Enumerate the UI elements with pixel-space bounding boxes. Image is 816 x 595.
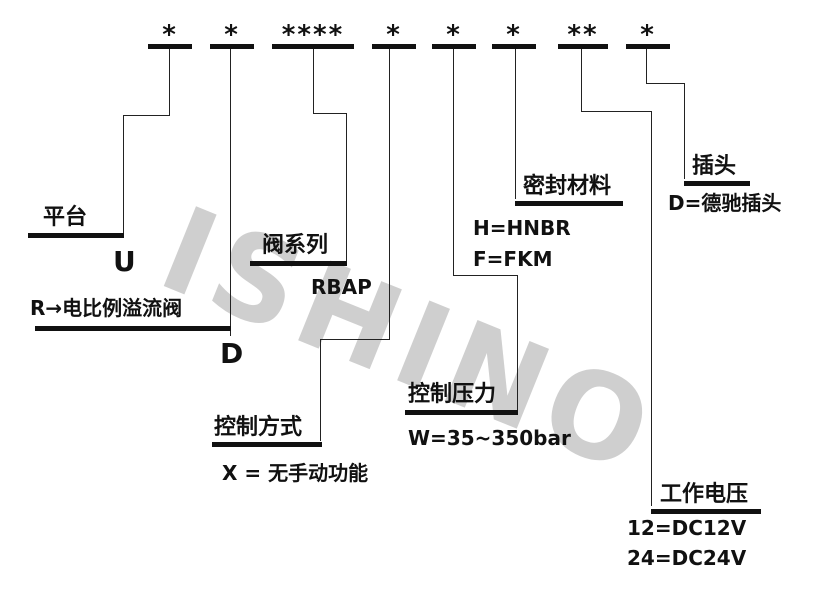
code-mark-8: *	[640, 20, 656, 50]
control-mode-title: 控制方式	[214, 415, 303, 440]
platform-underline	[28, 233, 124, 238]
pressure-title: 控制压力	[408, 382, 497, 407]
voltage-value-1: 12=DC12V	[627, 516, 747, 540]
code-bar-4	[372, 44, 416, 49]
voltage-value-2: 24=DC24V	[627, 546, 747, 570]
seal-underline	[515, 201, 623, 206]
connector-value: D=德驰插头	[668, 191, 782, 215]
platform-value: U	[113, 245, 136, 278]
series-value: RBAP	[311, 275, 372, 299]
code-bar-8	[626, 44, 670, 49]
valve-type-title: R→电比例溢流阀	[30, 296, 183, 320]
code-mark-4: *	[386, 20, 402, 50]
code-bar-7	[558, 44, 608, 49]
code-mark-3: ****	[281, 20, 345, 50]
seal-title: 密封材料	[523, 174, 612, 199]
valve-type-value: D	[220, 337, 244, 370]
pressure-underline	[405, 410, 518, 415]
code-bar-6	[492, 44, 536, 49]
code-bar-5	[432, 44, 476, 49]
connector-underline	[684, 181, 750, 186]
code-mark-2: *	[224, 20, 240, 50]
control-mode-underline	[212, 442, 322, 447]
valve-type-underline	[35, 326, 231, 331]
series-underline	[250, 261, 347, 266]
connector-title: 插头	[692, 154, 737, 179]
code-mark-1: *	[162, 20, 178, 50]
code-bar-3	[272, 44, 354, 49]
pressure-value: W=35~350bar	[408, 426, 571, 450]
voltage-title: 工作电压	[660, 482, 749, 507]
code-mark-7: **	[567, 20, 599, 50]
control-mode-value: X = 无手动功能	[222, 461, 369, 485]
code-mark-5: *	[446, 20, 462, 50]
series-title: 阀系列	[262, 233, 329, 258]
seal-value-2: F=FKM	[473, 247, 553, 271]
seal-value-1: H=HNBR	[473, 216, 571, 240]
code-bar-2	[210, 44, 254, 49]
platform-title: 平台	[43, 205, 88, 230]
voltage-underline	[651, 509, 761, 514]
code-bar-1	[148, 44, 192, 49]
code-mark-6: *	[506, 20, 522, 50]
